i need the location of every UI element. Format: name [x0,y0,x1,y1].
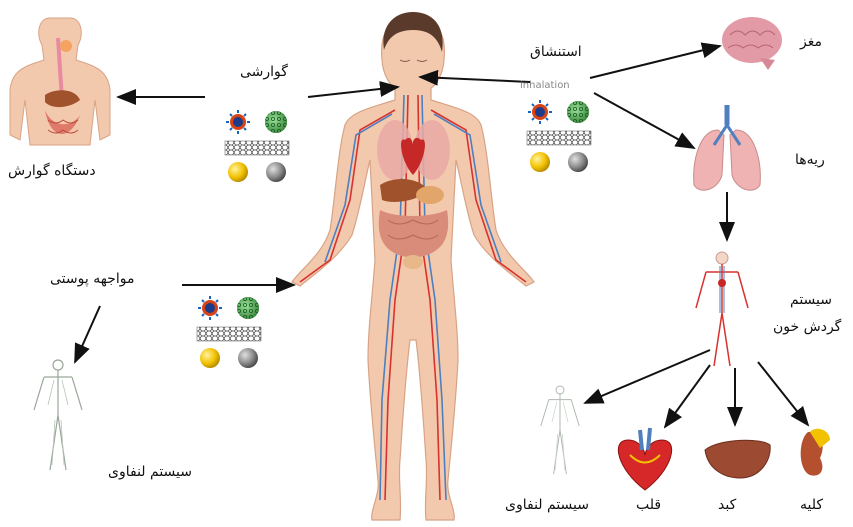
label-brain: مغز [800,34,822,50]
lungs-figure [694,105,761,190]
digestive-system-figure [10,18,110,145]
arrow-inhalation-to-brain [590,46,720,78]
liver-figure [705,440,770,478]
label-lungs: ریه‌ها [795,152,825,168]
arrow-circulatory-to-heart [665,365,710,427]
label-lymphatic-bottom: سیستم لنفاوی [505,497,589,513]
lymphatic-figure-bottom [541,386,579,474]
label-liver: کبد [718,497,736,513]
human-body-figure [292,12,534,520]
label-digestive: گوارشی [240,64,288,80]
arrow-digestive-to-body [308,87,398,97]
label-skin-exposure: مواجهه پوستی [50,271,134,287]
arrow-circulatory-to-lymphatic [585,350,710,403]
label-inhalation: استنشاق [530,44,582,60]
label-kidney: کلیه [800,497,823,513]
nanoparticles-digestive [225,110,289,182]
label-lymphatic-left: سیستم لنفاوی [108,464,192,480]
label-circulatory-line2: گردش خون [773,319,841,335]
nanoparticles-skin [197,296,261,368]
label-inhalation-faded: inhalation [520,80,570,91]
arrow-circulatory-to-kidney [758,362,808,425]
label-heart: قلب [636,497,661,513]
heart-figure [618,428,671,490]
brain-figure [722,17,782,70]
label-digestive-system: دستگاه گوارش [8,163,96,179]
nanoparticles-inhalation [527,100,591,172]
arrow-inhalation-to-lungs [594,93,694,148]
label-circulatory-line1: سیستم [790,292,832,308]
lymphatic-figure-left [34,360,82,470]
kidney-figure [801,429,830,476]
circulatory-figure [696,252,748,366]
arrow-skin-to-lymphatic [75,306,100,362]
